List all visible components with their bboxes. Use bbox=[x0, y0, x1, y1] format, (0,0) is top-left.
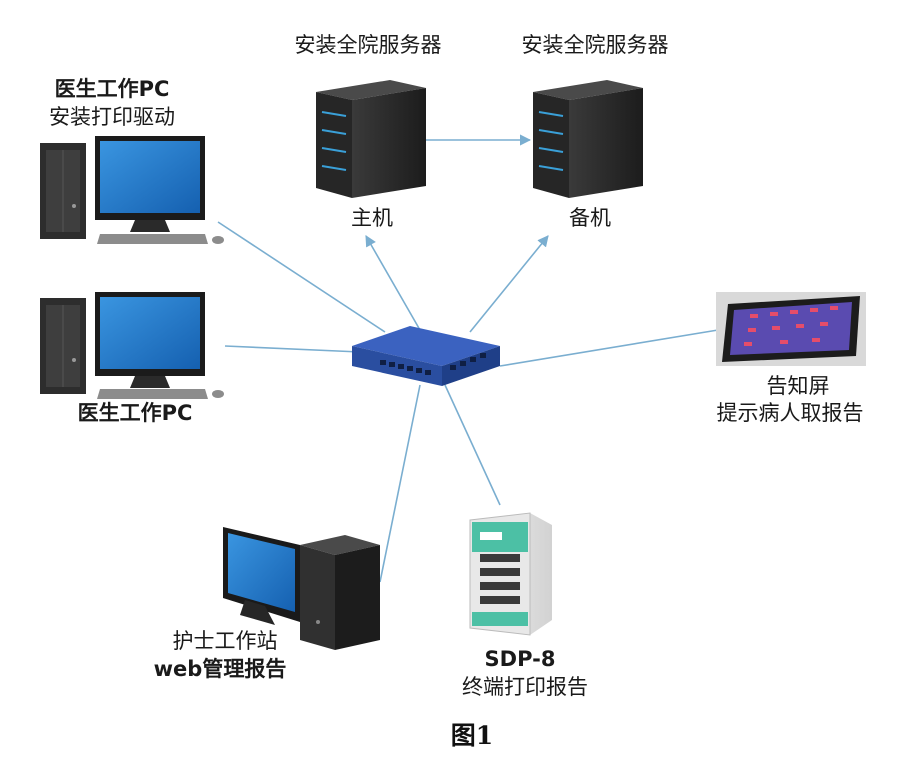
nurse-station-label-1: 护士工作站 bbox=[173, 629, 278, 653]
link-switch-kiosk bbox=[444, 384, 501, 506]
server-backup: 安装全院服务器 备机 bbox=[522, 33, 669, 230]
server-primary: 安装全院服务器 主机 bbox=[295, 33, 442, 230]
kiosk-label-1: SDP-8 bbox=[485, 647, 556, 671]
server-icon bbox=[533, 80, 643, 198]
doctor-pc-2: 医生工作PC bbox=[40, 292, 224, 425]
server-icon bbox=[316, 80, 426, 198]
link-pc2-switch bbox=[224, 345, 361, 353]
server-backup-bottom-label: 备机 bbox=[569, 206, 611, 230]
pc-tower-icon bbox=[40, 298, 86, 394]
doctor-pc-1: 医生工作PC 安装打印驱动 bbox=[40, 77, 224, 244]
network-switch bbox=[352, 326, 500, 386]
monitor-icon bbox=[223, 527, 300, 625]
monitor-icon bbox=[95, 136, 205, 232]
nurse-station-label-2: web管理报告 bbox=[154, 657, 287, 681]
doctor-pc-1-label-2: 安装打印驱动 bbox=[49, 105, 175, 129]
monitor-icon bbox=[95, 292, 205, 388]
display-screen-icon bbox=[716, 292, 866, 366]
connection-lines bbox=[217, 134, 719, 583]
kiosk-icon bbox=[469, 512, 552, 636]
notice-screen-label-2: 提示病人取报告 bbox=[717, 401, 864, 425]
pc-tower-icon bbox=[40, 143, 86, 239]
link-switch-nurse bbox=[379, 384, 421, 583]
switch-icon bbox=[352, 326, 500, 386]
server-primary-bottom-label: 主机 bbox=[351, 206, 393, 230]
link-switch-primary bbox=[365, 235, 421, 331]
link-switch-screen bbox=[499, 329, 719, 367]
nurse-station: 护士工作站 web管理报告 bbox=[154, 527, 380, 681]
server-backup-top-label: 安装全院服务器 bbox=[522, 33, 669, 57]
notice-screen-label-1: 告知屏 bbox=[767, 374, 830, 398]
doctor-pc-2-label: 医生工作PC bbox=[78, 401, 193, 425]
link-pc1-switch bbox=[217, 221, 386, 333]
link-switch-backup bbox=[469, 235, 549, 333]
keyboard-icon bbox=[97, 234, 224, 244]
kiosk-label-2: 终端打印报告 bbox=[462, 675, 588, 699]
keyboard-icon bbox=[97, 389, 224, 399]
server-primary-top-label: 安装全院服务器 bbox=[295, 33, 442, 57]
figure-caption: 图1 bbox=[451, 721, 493, 750]
notice-screen: 告知屏 提示病人取报告 bbox=[716, 292, 866, 425]
kiosk-terminal: SDP-8 终端打印报告 bbox=[462, 512, 588, 699]
doctor-pc-1-label-1: 医生工作PC bbox=[55, 77, 170, 101]
pc-tower-icon bbox=[300, 535, 380, 650]
